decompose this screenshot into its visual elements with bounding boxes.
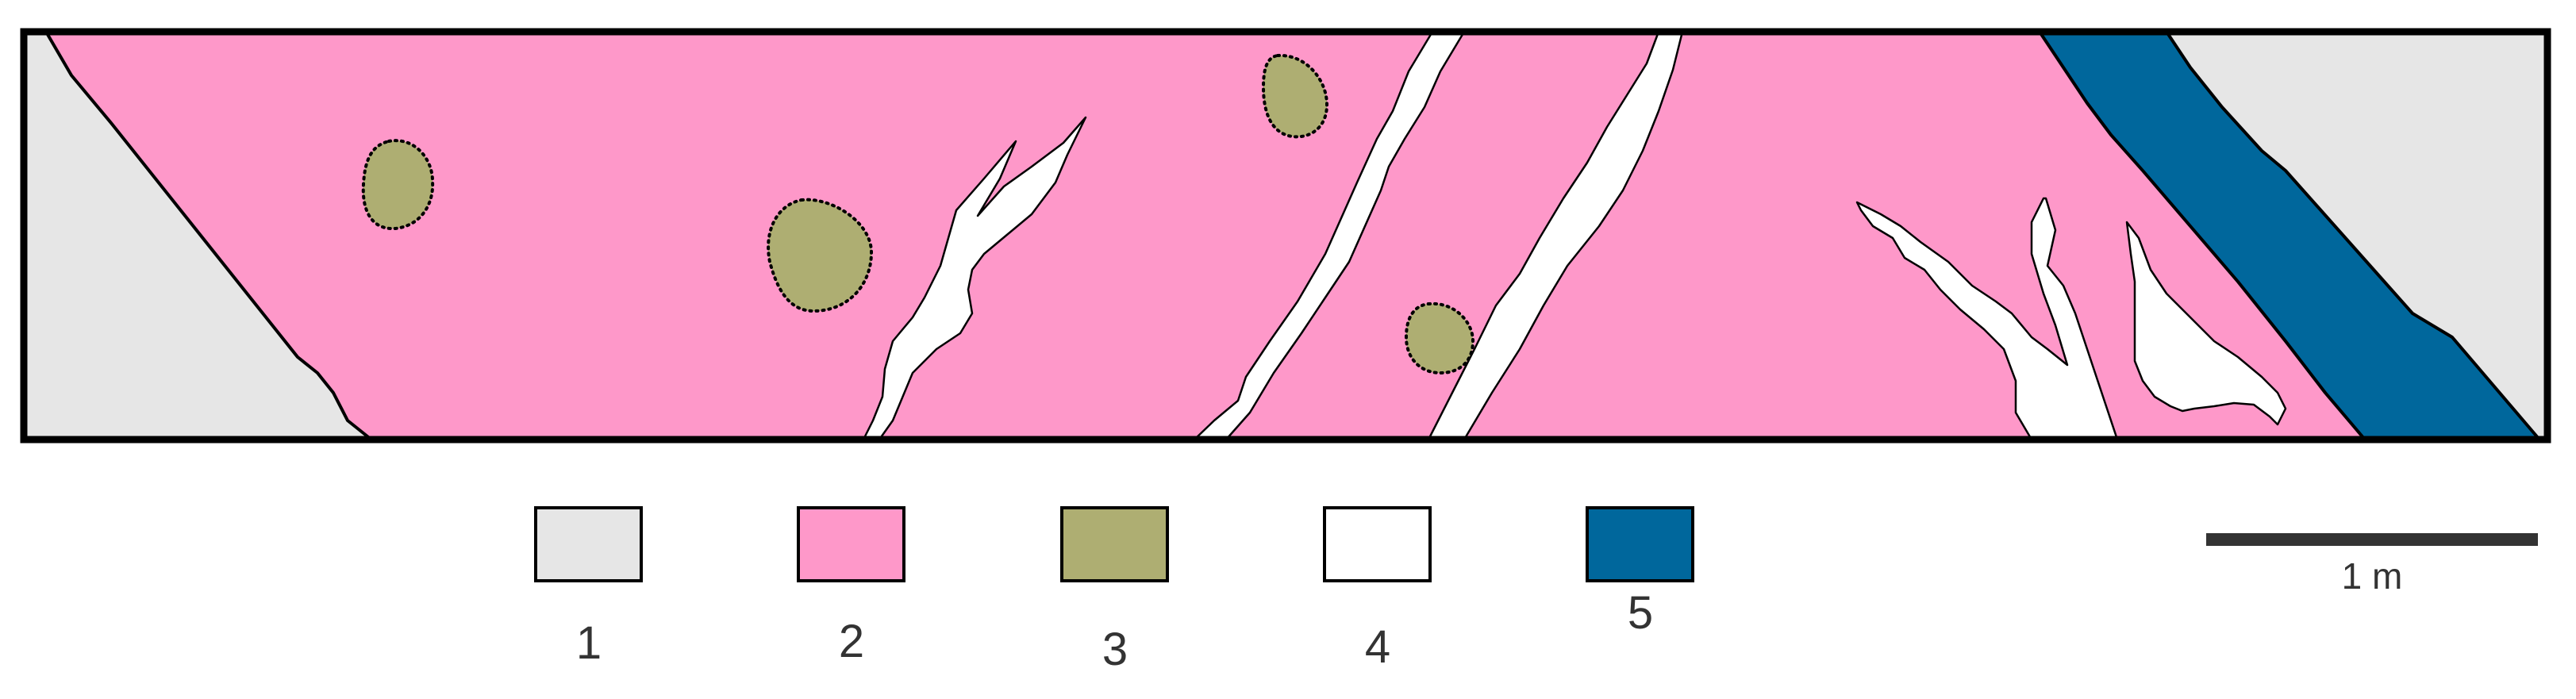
unit-3-lens-b [767,198,874,313]
legend-label-5: 5 [1628,587,1653,639]
legend-label-2: 2 [839,616,864,667]
legend: 1 2 3 4 5 [534,506,1694,675]
legend-item-2: 2 [797,506,905,667]
legend-label-1: 1 [576,617,602,669]
legend-swatch-2 [797,506,905,582]
unit-4-vein-a [862,116,1087,441]
legend-swatch-3 [1060,506,1169,582]
scale-bar: 1 m [2206,533,2538,597]
cross-section-panel [20,28,2551,444]
unit-4-vein-e [2125,221,2287,426]
scale-bar-line [2206,533,2538,546]
legend-item-3: 3 [1060,506,1169,675]
unit-4-vein-d [1855,197,2119,441]
legend-item-4: 4 [1323,506,1432,673]
unit-3-lens-a [361,139,435,231]
legend-item-1: 1 [534,506,643,669]
legend-item-5: 5 [1586,506,1694,639]
unit-3-lens-d [1404,301,1475,375]
unit-3-lens-c [1261,53,1329,139]
legend-label-4: 4 [1365,621,1390,673]
unit-5-blue-band [2038,30,2541,441]
scale-bar-label: 1 m [2342,555,2403,597]
legend-label-3: 3 [1102,624,1128,675]
legend-swatch-1 [534,506,643,582]
legend-swatch-4 [1323,506,1432,582]
legend-swatch-5 [1586,506,1694,582]
cross-section-frame [20,28,2551,444]
